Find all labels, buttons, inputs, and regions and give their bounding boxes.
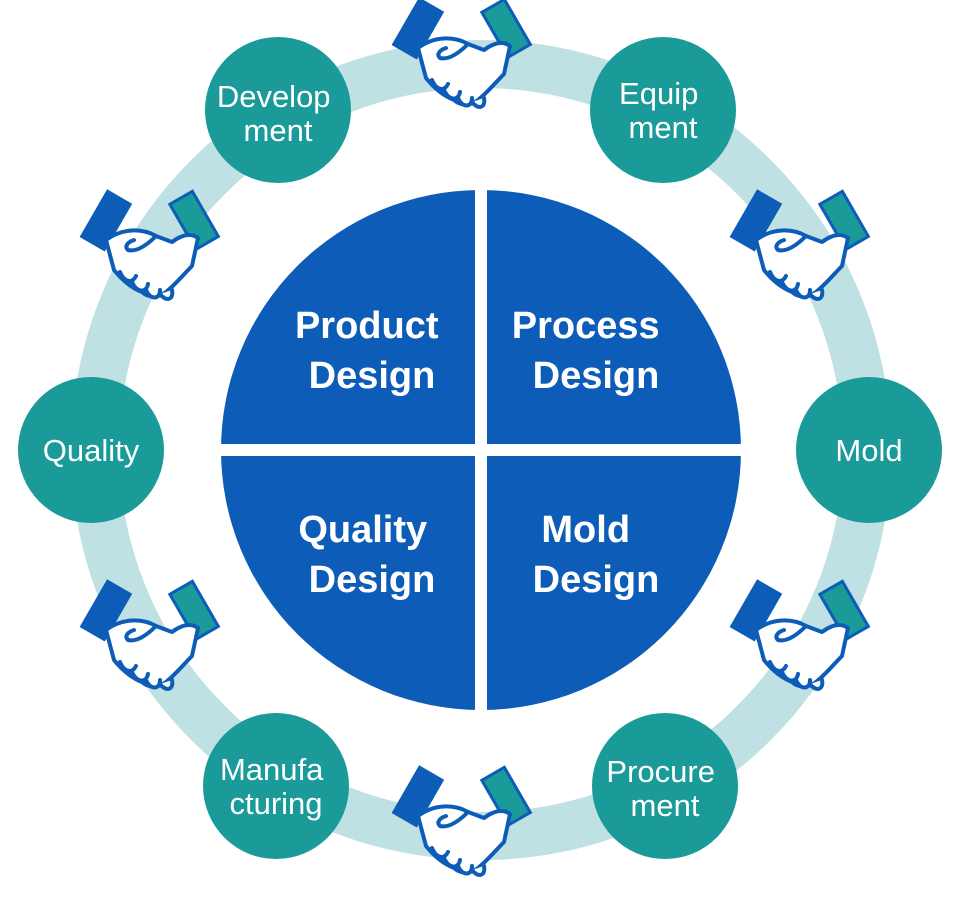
quality-design-label: Quality Design [298, 509, 437, 601]
department-development-circle [205, 37, 351, 183]
department-nodes: Develop ment Equip ment Mold [18, 37, 942, 859]
mold-design-quadrant [481, 450, 741, 710]
department-quality-circle [18, 377, 164, 523]
process-design-quadrant [481, 190, 741, 450]
department-manufacturing: Manufa cturing [203, 713, 349, 859]
department-equipment-label: Equip ment [619, 76, 707, 145]
department-procurement-circle [592, 713, 738, 859]
process-design-label: Process Design [512, 305, 670, 397]
handshake-icon [79, 189, 221, 301]
mold-design-label: Mold Design [533, 509, 660, 601]
design-disc: Product Design Process Design Quality De… [217, 186, 745, 714]
department-manufacturing-circle [203, 713, 349, 859]
department-procurement: Procure ment [592, 713, 738, 859]
department-manufacturing-label: Manufa cturing [220, 752, 332, 821]
department-mold-label: Mold [835, 433, 902, 468]
department-quality: Quality [18, 377, 164, 523]
department-mold: Mold [796, 377, 942, 523]
quality-design-quadrant [221, 450, 481, 710]
department-procurement-label: Procure ment [606, 754, 723, 823]
department-development-label: Develop ment [217, 79, 339, 148]
department-quality-label: Quality [43, 433, 140, 468]
handshake-icon [729, 579, 871, 691]
product-design-label: Product Design [295, 305, 449, 397]
product-design-quadrant [221, 190, 481, 450]
department-mold-circle [796, 377, 942, 523]
department-equipment-circle [590, 37, 736, 183]
department-equipment: Equip ment [590, 37, 736, 183]
department-development: Develop ment [205, 37, 351, 183]
